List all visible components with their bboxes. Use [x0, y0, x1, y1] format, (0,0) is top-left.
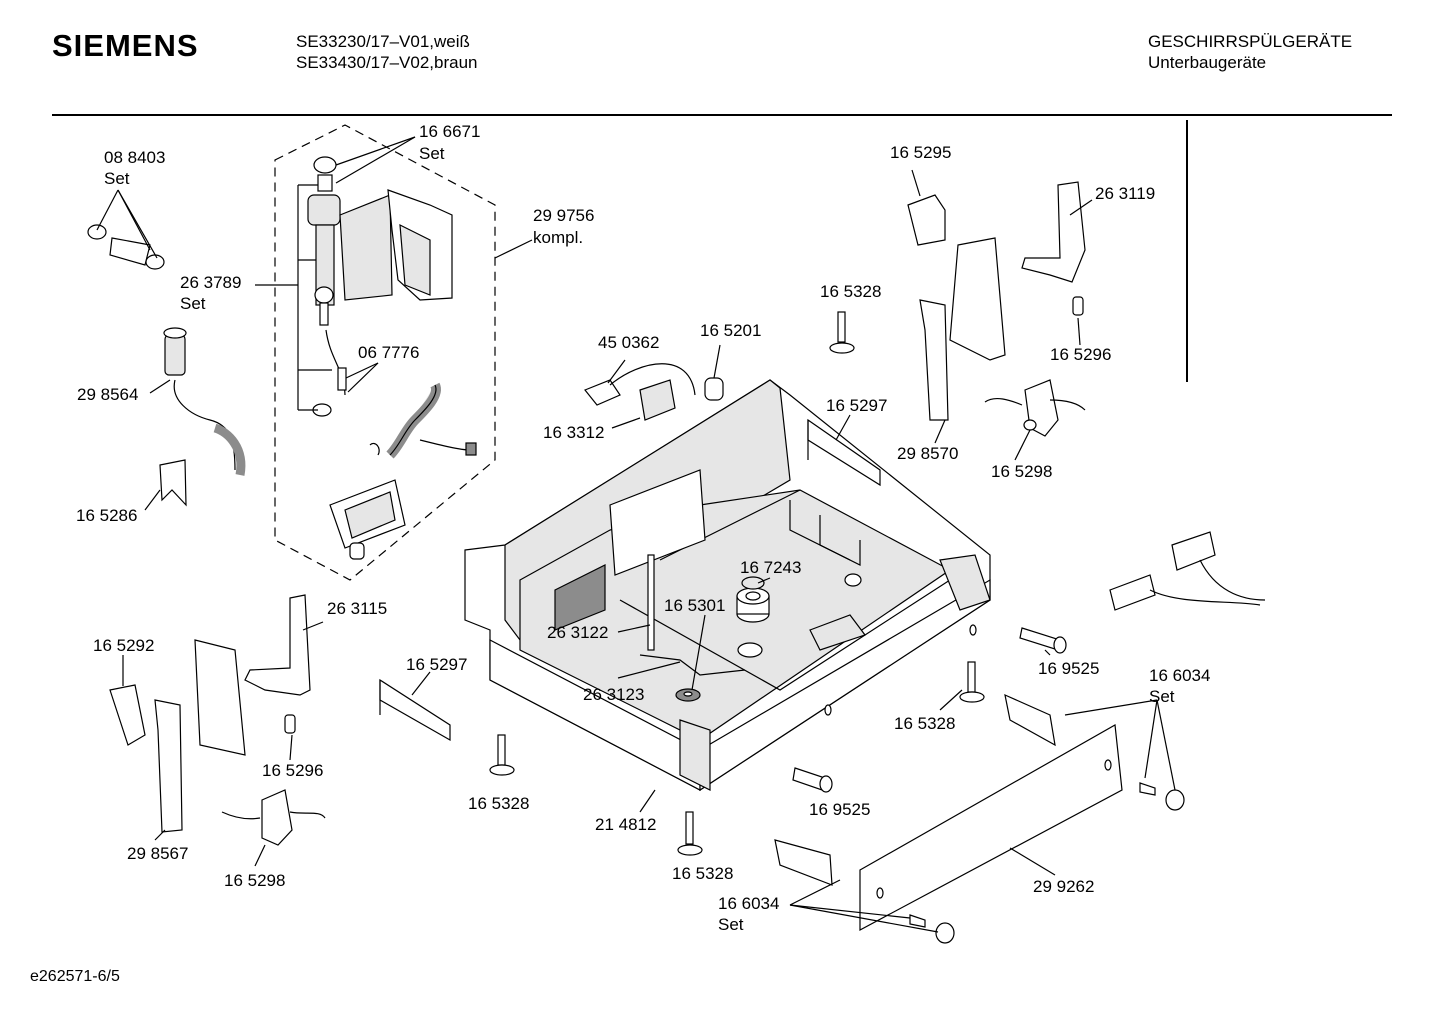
- part-label: 16 7243: [740, 558, 801, 577]
- hose-clamp-set: [87, 224, 165, 270]
- leader-lines: [96, 136, 1176, 933]
- part-label: Set: [419, 144, 445, 163]
- part-label: 16 3312: [543, 423, 604, 442]
- part-label: 16 6034: [1149, 666, 1210, 685]
- plinth-bracket: [1004, 693, 1056, 747]
- vertical-divider: [1186, 120, 1188, 382]
- part-label: 26 3789: [180, 273, 241, 292]
- subcategory-title: Unterbaugeräte: [1148, 53, 1267, 72]
- part-label: Set: [718, 915, 744, 934]
- model-line: SE33430/17–V02,braun: [296, 53, 478, 72]
- adjustable-foot: [489, 734, 515, 776]
- part-label: 16 5301: [664, 596, 725, 615]
- part-label: 16 5328: [820, 282, 881, 301]
- part-label: 16 9525: [809, 800, 870, 819]
- spring-part-left: [379, 678, 451, 742]
- part-label: 16 5296: [262, 761, 323, 780]
- part-label: 16 9525: [1038, 659, 1099, 678]
- adjustable-foot: [959, 661, 985, 703]
- part-labels: 08 8403 Set 16 6671 Set 29 9756 kompl. 2…: [76, 122, 1210, 934]
- part-label: Set: [104, 169, 130, 188]
- part-label: 26 3115: [327, 599, 387, 618]
- part-label: 16 5328: [672, 864, 733, 883]
- part-label: 06 7776: [358, 343, 419, 362]
- part-label: 29 8570: [897, 444, 958, 463]
- screw: [792, 767, 833, 793]
- screw: [1019, 627, 1067, 654]
- spring-part-top: [807, 418, 881, 487]
- plinth-bracket: [774, 839, 833, 886]
- part-label: 26 3119: [1095, 184, 1155, 203]
- header-divider: [52, 114, 1392, 116]
- part-label: 45 0362: [598, 333, 659, 352]
- base-frame: [464, 379, 991, 792]
- model-line: SE33230/17–V01,weiß: [296, 32, 470, 51]
- hose-part: [163, 327, 246, 476]
- part-label: 29 8564: [77, 385, 138, 404]
- adjustable-foot: [677, 811, 703, 856]
- part-label: 29 9756: [533, 206, 594, 225]
- part-label: 16 5286: [76, 506, 137, 525]
- brand-logo: SIEMENS: [52, 28, 199, 63]
- connector-cable: [1109, 531, 1266, 611]
- clip-part: [159, 459, 187, 507]
- right-bracket-assembly: [907, 181, 1086, 437]
- part-label: 16 5298: [991, 462, 1052, 481]
- part-label: 16 5201: [700, 321, 761, 340]
- part-label: 16 5297: [826, 396, 887, 415]
- water-inlet-assembly: [307, 156, 477, 560]
- part-label: 16 5295: [890, 143, 951, 162]
- part-label: 16 5328: [468, 794, 529, 813]
- part-label: 16 6034: [718, 894, 779, 913]
- category-title: GESCHIRRSPÜLGERÄTE: [1148, 32, 1353, 51]
- part-label: 29 9262: [1033, 877, 1094, 896]
- left-bracket-assembly: [109, 594, 326, 846]
- part-label: 16 6671: [419, 122, 480, 141]
- part-label: 26 3123: [583, 685, 644, 704]
- part-label: 16 5297: [406, 655, 467, 674]
- plinth-panel: [859, 724, 1123, 932]
- adjustable-foot: [829, 311, 855, 354]
- part-label: 16 5292: [93, 636, 154, 655]
- model-list: SE33230/17–V01,weiß SE33430/17–V02,braun: [296, 31, 478, 73]
- wiring-part: [584, 363, 724, 421]
- part-label: Set: [180, 294, 206, 313]
- part-label: Set: [1149, 687, 1175, 706]
- part-label: 16 5298: [224, 871, 285, 890]
- part-label: kompl.: [533, 228, 583, 247]
- category-block: GESCHIRRSPÜLGERÄTE Unterbaugeräte: [1148, 31, 1352, 73]
- diagram-id: e262571-6/5: [30, 968, 120, 985]
- part-label: 29 8567: [127, 844, 188, 863]
- assembly-outline: [274, 124, 496, 581]
- part-label: 26 3122: [547, 623, 608, 642]
- part-label: 08 8403: [104, 148, 165, 167]
- part-label: 16 5328: [894, 714, 955, 733]
- cap-and-screw: [909, 782, 1185, 944]
- part-label: 16 5296: [1050, 345, 1111, 364]
- part-label: 21 4812: [595, 815, 656, 834]
